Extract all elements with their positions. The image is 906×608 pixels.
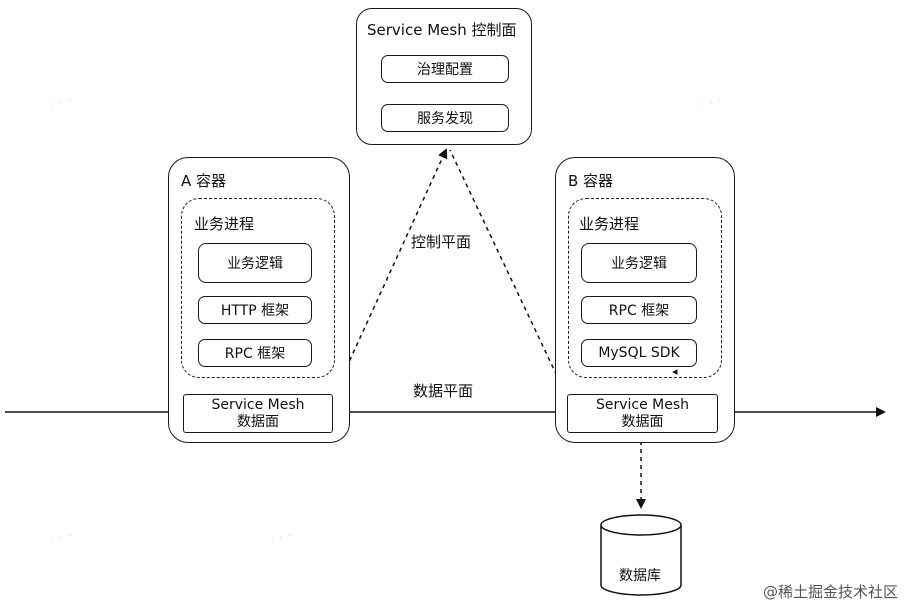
container-a-rpc-framework: RPC 框架 bbox=[198, 339, 312, 367]
container-a-mesh-dataplane: Service Mesh 数据面 bbox=[183, 394, 333, 433]
container-a-http-framework-label: HTTP 框架 bbox=[220, 303, 290, 319]
container-b-mesh-line2: 数据面 bbox=[621, 413, 664, 430]
data-plane-label: 数据平面 bbox=[413, 382, 474, 400]
control-plane-label: 控制平面 bbox=[411, 233, 472, 251]
container-a-mesh-line2: 数据面 bbox=[237, 413, 279, 430]
container-b-mesh-line1: Service Mesh bbox=[595, 396, 690, 413]
control-plane-box: Service Mesh 控制面 治理配置 服务发现 bbox=[356, 8, 532, 145]
container-b-mysql-sdk: MySQL SDK bbox=[581, 339, 697, 367]
container-a-business-logic: 业务逻辑 bbox=[198, 243, 312, 283]
container-b-rpc-framework: RPC 框架 bbox=[581, 296, 697, 324]
mouse-cursor-icon: ◂ bbox=[672, 365, 678, 378]
container-b-business-logic-label: 业务逻辑 bbox=[611, 256, 667, 272]
container-a-business-logic-label: 业务逻辑 bbox=[227, 256, 283, 272]
container-b-process: 业务进程 业务逻辑 RPC 框架 MySQL SDK bbox=[568, 198, 722, 378]
container-a-http-framework: HTTP 框架 bbox=[198, 296, 312, 324]
container-a-process-title: 业务进程 bbox=[194, 215, 255, 233]
container-b-business-logic: 业务逻辑 bbox=[581, 243, 697, 283]
governance-config-label: 治理配置 bbox=[417, 62, 473, 78]
container-a-rpc-framework-label: RPC 框架 bbox=[224, 346, 286, 362]
service-discovery-box: 服务发现 bbox=[381, 104, 509, 132]
source-credit: @稀土掘金技术社区 bbox=[762, 583, 898, 601]
container-b-mesh-dataplane: Service Mesh 数据面 bbox=[567, 394, 718, 433]
control-line-a bbox=[332, 148, 448, 398]
container-b-process-title: 业务进程 bbox=[579, 215, 640, 233]
control-line-b bbox=[449, 149, 568, 398]
container-b-title: B 容器 bbox=[568, 172, 614, 190]
container-b-rpc-framework-label: RPC 框架 bbox=[608, 303, 670, 319]
governance-config-box: 治理配置 bbox=[381, 55, 509, 83]
container-b-mysql-sdk-label: MySQL SDK bbox=[598, 345, 680, 361]
database-cylinder bbox=[600, 514, 682, 596]
service-discovery-label: 服务发现 bbox=[417, 111, 473, 127]
container-a-mesh-line1: Service Mesh bbox=[211, 396, 305, 413]
container-a-process: 业务进程 业务逻辑 HTTP 框架 RPC 框架 bbox=[181, 198, 335, 378]
container-a-title: A 容器 bbox=[181, 172, 227, 190]
database-label: 数据库 bbox=[619, 568, 661, 584]
control-plane-title: Service Mesh 控制面 bbox=[367, 21, 517, 39]
